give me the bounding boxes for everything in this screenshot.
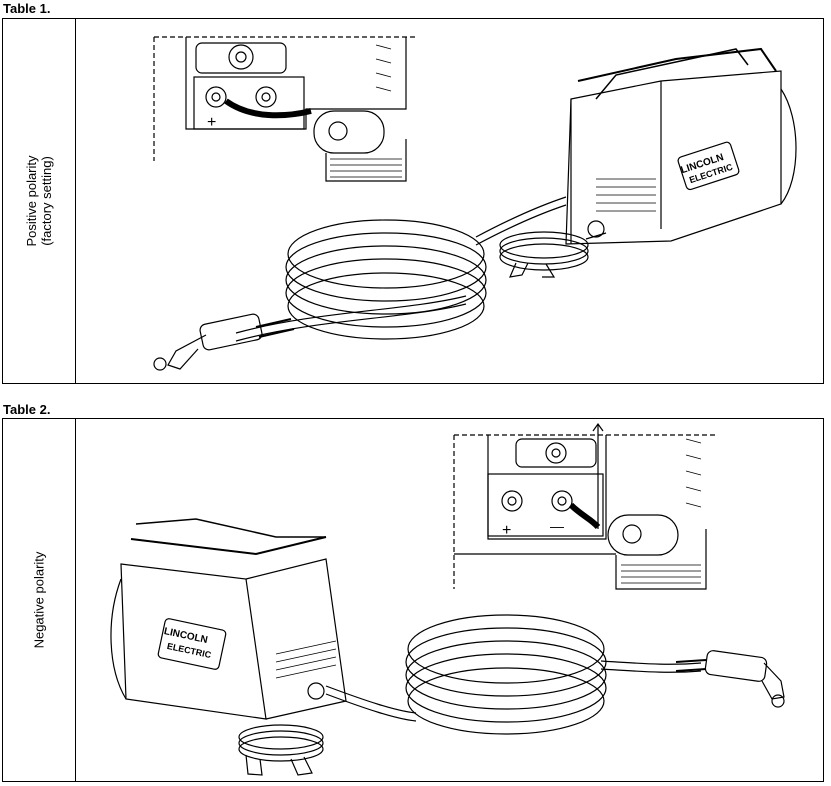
table2-welder-machine: LINCOLN ELECTRIC: [110, 518, 347, 720]
table2-label: Negative polarity: [32, 552, 47, 649]
table2-welding-gun: [325, 650, 785, 722]
table1-positive-terminal: [205, 86, 227, 108]
table2-frame: Negative polarity + —: [2, 418, 824, 782]
table1-illustration: +: [76, 19, 823, 383]
table1-negative-terminal: [255, 86, 277, 108]
table1-illustration-svg: +: [153, 36, 797, 371]
table2-cable-coil: [405, 614, 607, 735]
table1-brand-plate: [677, 141, 740, 191]
table1-ground-cable: [499, 231, 607, 278]
table1-welder-machine: LINCOLN ELECTRIC: [565, 47, 797, 245]
table2-illustration: + — LINCOLN ELECTRIC: [76, 419, 823, 781]
table2-positive-terminal: [501, 490, 523, 512]
table2-ground-cable: [238, 724, 324, 776]
table2-label-line1: Negative polarity: [31, 551, 47, 649]
table1-caption: Table 1.: [3, 1, 51, 16]
table2-minus-mark: —: [550, 518, 564, 534]
table1-label-line2: (factory setting): [39, 156, 54, 246]
table2-negative-terminal: [551, 490, 573, 512]
table1-label: Positive polarity (factory setting): [24, 155, 54, 246]
table1-terminal-inset: +: [153, 36, 416, 182]
table1-output-socket: [587, 220, 605, 238]
table1-cable-coil: [285, 219, 487, 340]
table2-output-socket: [307, 682, 325, 700]
table1-label-cell: Positive polarity (factory setting): [3, 19, 76, 383]
table1-plus-mark: +: [207, 114, 216, 131]
table2-plus-mark: +: [502, 522, 511, 539]
table2-caption: Table 2.: [3, 402, 51, 417]
table2-illustration-svg: + — LINCOLN ELECTRIC: [110, 422, 785, 776]
table1-welding-gun: [153, 196, 567, 371]
table2-brand-plate: [157, 618, 227, 670]
table1-label-line1: Positive polarity: [24, 155, 39, 247]
table2-terminal-inset: + —: [453, 422, 716, 590]
table1-frame: Positive polarity (factory setting) +: [2, 18, 824, 384]
table2-label-cell: Negative polarity: [3, 419, 76, 781]
